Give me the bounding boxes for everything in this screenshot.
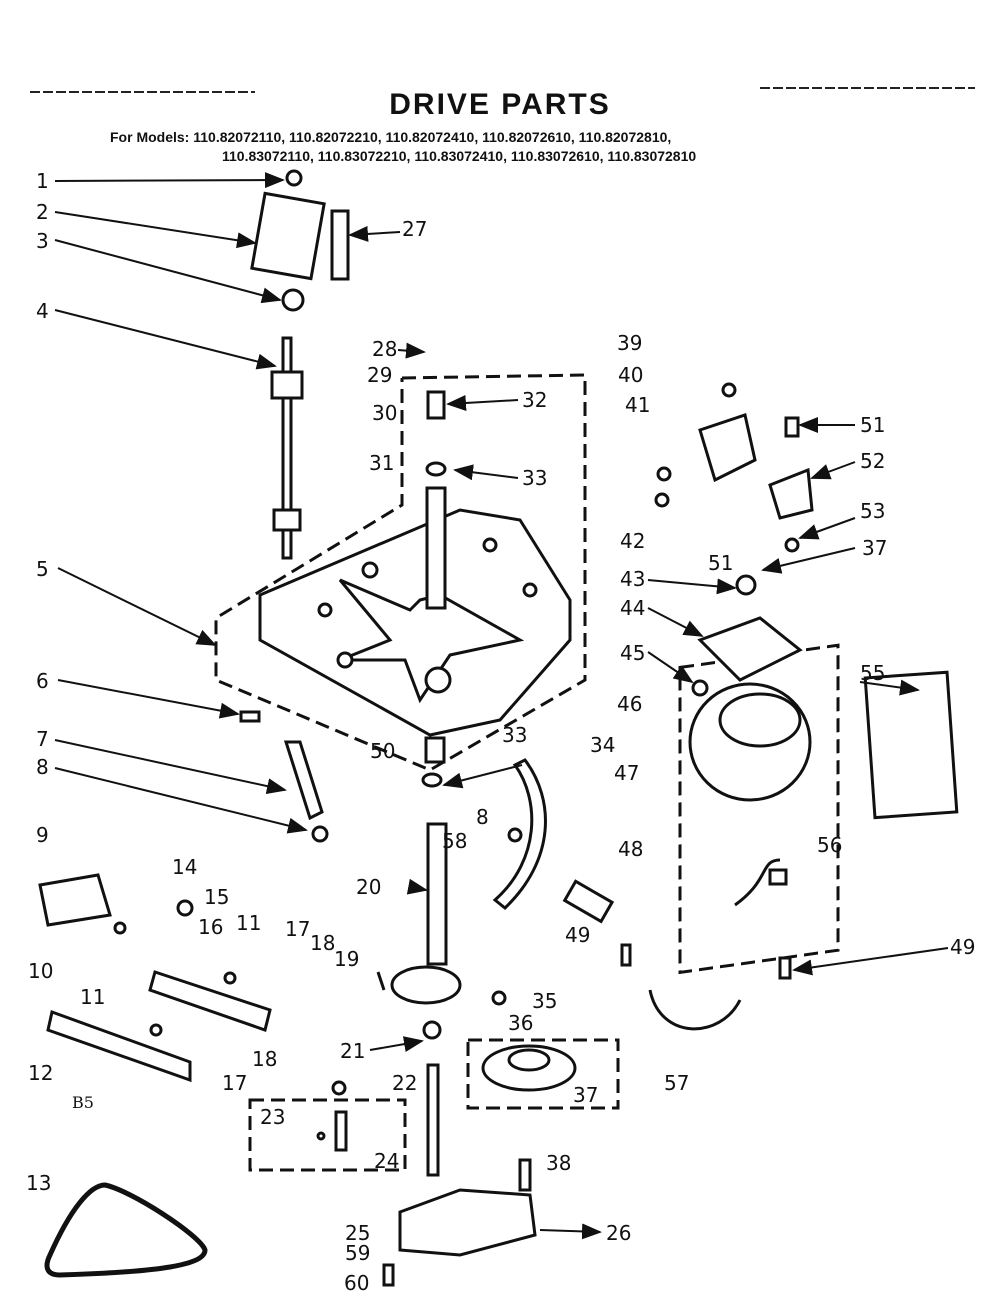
callout-label-59: 59 [345, 1241, 370, 1265]
right-bracket [654, 382, 814, 697]
callout-label-48: 48 [618, 837, 643, 861]
callout-label-4: 4 [36, 299, 49, 323]
base-plate [258, 508, 572, 737]
callout-label-21: 21 [340, 1039, 365, 1063]
callout-label-42: 42 [620, 529, 645, 553]
callout-label-56: 56 [817, 833, 842, 857]
page-title: DRIVE PARTS [389, 88, 611, 121]
callout-label-11: 11 [80, 985, 105, 1009]
callout-label-57: 57 [664, 1071, 689, 1095]
models-line-1: 110.82072110, 110.82072210, 110.82072410… [193, 129, 672, 145]
callout-label-8: 8 [476, 805, 489, 829]
callout-label-53: 53 [860, 499, 885, 523]
callout-label-27: 27 [402, 217, 427, 241]
callout-label-41: 41 [625, 393, 650, 417]
callout-label-34: 34 [590, 733, 615, 757]
callout-label-11: 11 [236, 911, 261, 935]
callout-label-49: 49 [950, 935, 975, 959]
callout-label-55: 55 [860, 661, 885, 685]
callout-label-51: 51 [708, 551, 733, 575]
callout-label-18: 18 [310, 931, 335, 955]
callout-label-22: 22 [392, 1071, 417, 1095]
callout-label-32: 32 [522, 388, 547, 412]
callout-label-20: 20 [356, 875, 381, 899]
callout-label-3: 3 [36, 229, 49, 253]
figure-code: B5 [72, 1093, 94, 1112]
small-parts-right [492, 758, 742, 1031]
assembly-box-25 [248, 1098, 407, 1172]
main-shaft [421, 390, 448, 1177]
callout-label-1: 1 [36, 169, 49, 193]
callout-label-43: 43 [620, 567, 645, 591]
callout-label-45: 45 [620, 641, 645, 665]
callout-label-26: 26 [606, 1221, 631, 1245]
callout-label-5: 5 [36, 557, 49, 581]
callout-label-17: 17 [222, 1071, 247, 1095]
models-prefix: For Models: [110, 129, 190, 145]
callout-labels: 1 2 3 4 5 6 7 8 8 9 10 11 11 12 13 14 15… [26, 169, 975, 1295]
motor [688, 682, 812, 980]
callout-label-16: 16 [198, 915, 223, 939]
callout-label-37: 37 [573, 1083, 598, 1107]
callout-label-44: 44 [620, 596, 645, 620]
callout-label-29: 29 [367, 363, 392, 387]
model-list: For Models: 110.82072110, 110.82072210, … [110, 128, 990, 166]
callout-label-25: 25 [345, 1221, 370, 1245]
callout-label-9: 9 [36, 823, 49, 847]
callout-label-14: 14 [172, 855, 197, 879]
callout-label-23: 23 [260, 1105, 285, 1129]
left-linkage [239, 169, 350, 843]
callout-label-2: 2 [36, 200, 49, 224]
callout-label-38: 38 [546, 1151, 571, 1175]
callout-label-8: 8 [36, 755, 49, 779]
pulley [481, 1044, 577, 1192]
models-line-2: 110.83072110, 110.83072210, 110.83072410… [222, 148, 697, 164]
callout-label-17: 17 [285, 917, 310, 941]
leader-lines [54, 172, 949, 1240]
callout-label-46: 46 [617, 692, 642, 716]
center-drive [316, 965, 507, 1152]
callout-label-28: 28 [372, 337, 397, 361]
callout-label-30: 30 [372, 401, 397, 425]
callout-label-35: 35 [532, 989, 557, 1013]
callout-label-58: 58 [442, 829, 467, 853]
callout-label-18: 18 [252, 1047, 277, 1071]
drive-belt [44, 1182, 208, 1278]
callout-label-51: 51 [860, 413, 885, 437]
callout-label-15: 15 [204, 885, 229, 909]
callout-label-7: 7 [36, 727, 49, 751]
assembly-box-38 [466, 1038, 620, 1110]
transmission [398, 1188, 537, 1257]
callout-label-50: 50 [370, 739, 395, 763]
callout-label-6: 6 [36, 669, 49, 693]
callout-label-37: 37 [862, 536, 887, 560]
assembly-box-5 [214, 373, 587, 772]
control-bars [38, 873, 272, 1083]
motor-shield [863, 670, 959, 820]
callout-label-19: 19 [334, 947, 359, 971]
callout-label-33: 33 [502, 723, 527, 747]
callout-label-12: 12 [28, 1061, 53, 1085]
callout-label-31: 31 [369, 451, 394, 475]
callout-label-33: 33 [522, 466, 547, 490]
callout-label-60: 60 [344, 1271, 369, 1295]
callout-label-40: 40 [618, 363, 643, 387]
screw-60 [382, 1263, 395, 1287]
callout-label-49: 49 [565, 923, 590, 947]
callout-label-13: 13 [26, 1171, 51, 1195]
callout-label-36: 36 [508, 1011, 533, 1035]
callout-label-52: 52 [860, 449, 885, 473]
callout-label-47: 47 [614, 761, 639, 785]
callout-label-39: 39 [617, 331, 642, 355]
callout-label-10: 10 [28, 959, 53, 983]
callout-label-24: 24 [374, 1149, 399, 1173]
